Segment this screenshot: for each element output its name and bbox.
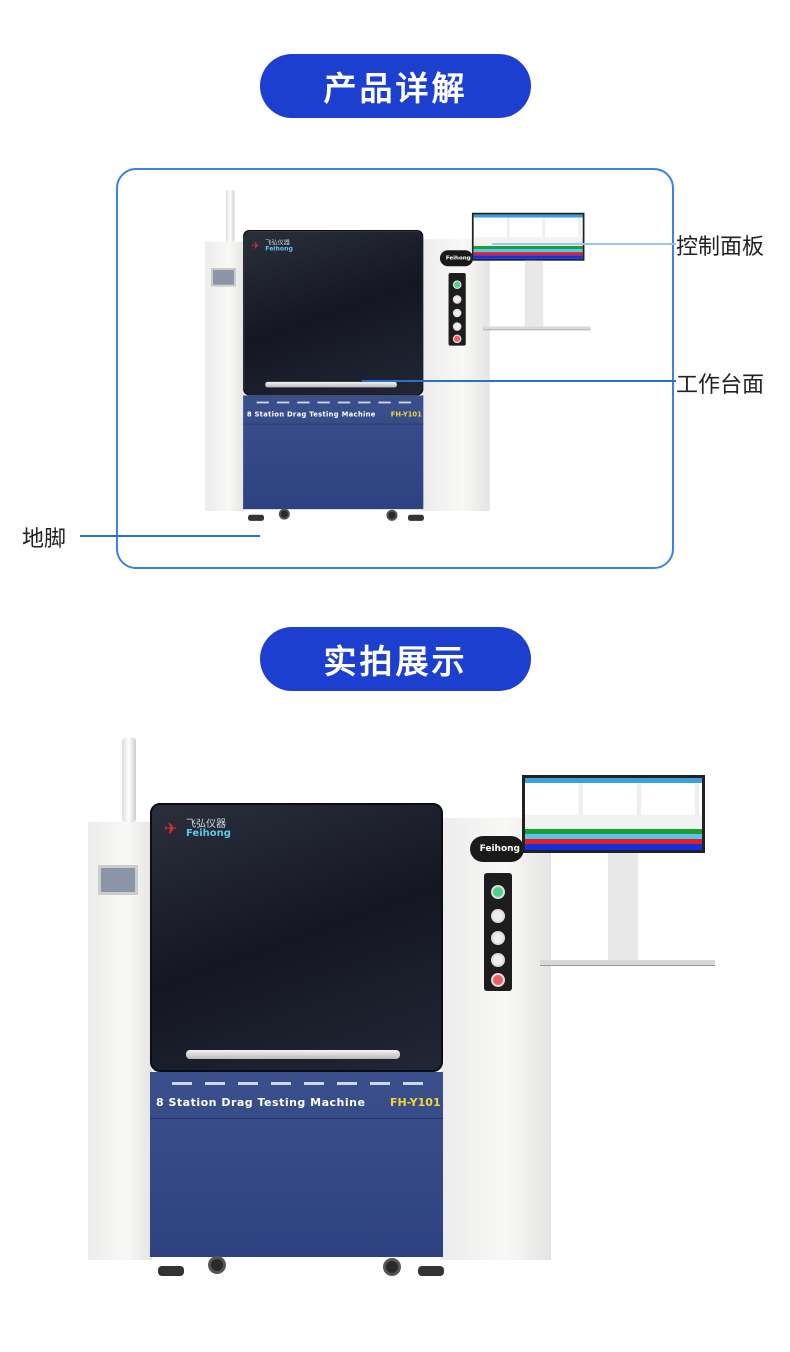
- door-handle: [265, 381, 397, 388]
- left-side-panel: [205, 241, 245, 512]
- control-button[interactable]: [491, 931, 505, 945]
- tower-light: [122, 738, 136, 822]
- control-buttons-panel: [484, 873, 512, 991]
- emergency-stop-button[interactable]: [452, 334, 462, 344]
- section-title-real-photos: 实拍展示: [260, 627, 531, 691]
- control-monitor: [471, 212, 585, 261]
- control-button[interactable]: [491, 909, 505, 923]
- control-button[interactable]: [452, 308, 462, 318]
- machine-diagram: ✈ 飞弘仪器 Feihong 8 Station Drag Testing Ma…: [205, 190, 591, 525]
- leveling-foot: [407, 514, 424, 521]
- touch-screen: [211, 268, 236, 287]
- left-side-panel: [88, 822, 152, 1260]
- control-buttons-panel: [448, 273, 466, 346]
- brand-en: Feihong: [265, 245, 293, 253]
- logo-icon: ✈: [251, 239, 260, 252]
- callout-feet: 地脚: [22, 527, 67, 552]
- tower-light: [225, 190, 235, 242]
- worktable-shelf: [482, 326, 591, 331]
- brand-en: Feihong: [186, 828, 231, 839]
- monitor-stand: [524, 260, 544, 329]
- logo-icon: ✈: [164, 819, 178, 838]
- callout-worktable: 工作台面: [676, 373, 765, 398]
- callout-line-control-panel: [492, 243, 676, 245]
- monitor-stand: [608, 853, 638, 963]
- caster-wheel: [208, 1256, 226, 1274]
- worktable-shelf: [540, 960, 715, 966]
- leveling-foot: [418, 1266, 444, 1276]
- section-title-product-details: 产品详解: [260, 54, 531, 118]
- control-monitor: [522, 775, 705, 853]
- product-diagram-frame: [116, 168, 674, 569]
- glass-door: ✈ 飞弘仪器 Feihong: [243, 229, 424, 396]
- start-button[interactable]: [452, 280, 462, 290]
- start-button[interactable]: [491, 885, 505, 899]
- lower-cabinet: 8 Station Drag Testing Machine FH-Y101: [243, 395, 424, 510]
- brand-cn: 飞弘仪器: [265, 239, 290, 247]
- glass-door: ✈ 飞弘仪器 Feihong: [150, 803, 443, 1072]
- control-button[interactable]: [491, 953, 505, 967]
- caster-wheel: [383, 1258, 401, 1276]
- callout-line-worktable: [362, 380, 676, 382]
- callout-line-feet: [80, 535, 260, 537]
- brand-badge: Feihong: [470, 836, 524, 862]
- machine-model: FH-Y101: [390, 410, 422, 419]
- control-button[interactable]: [452, 322, 462, 331]
- leveling-foot: [248, 514, 265, 521]
- caster-wheel: [278, 508, 290, 520]
- brand-cn: 飞弘仪器: [186, 819, 226, 830]
- control-button[interactable]: [452, 295, 462, 304]
- door-handle: [186, 1050, 400, 1059]
- leveling-foot: [158, 1266, 184, 1276]
- caster-wheel: [386, 509, 398, 521]
- callout-control-panel: 控制面板: [676, 235, 765, 260]
- machine-photo: ✈ 飞弘仪器 Feihong 8 Station Drag Testing Ma…: [88, 738, 715, 1283]
- touch-screen: [98, 865, 138, 895]
- brand-badge: Feihong: [439, 250, 474, 267]
- machine-model: FH-Y101: [390, 1096, 441, 1109]
- machine-name: 8 Station Drag Testing Machine: [246, 410, 376, 419]
- emergency-stop-button[interactable]: [491, 973, 505, 987]
- lower-cabinet: 8 Station Drag Testing Machine FH-Y101: [150, 1072, 443, 1257]
- machine-name: 8 Station Drag Testing Machine: [156, 1096, 366, 1109]
